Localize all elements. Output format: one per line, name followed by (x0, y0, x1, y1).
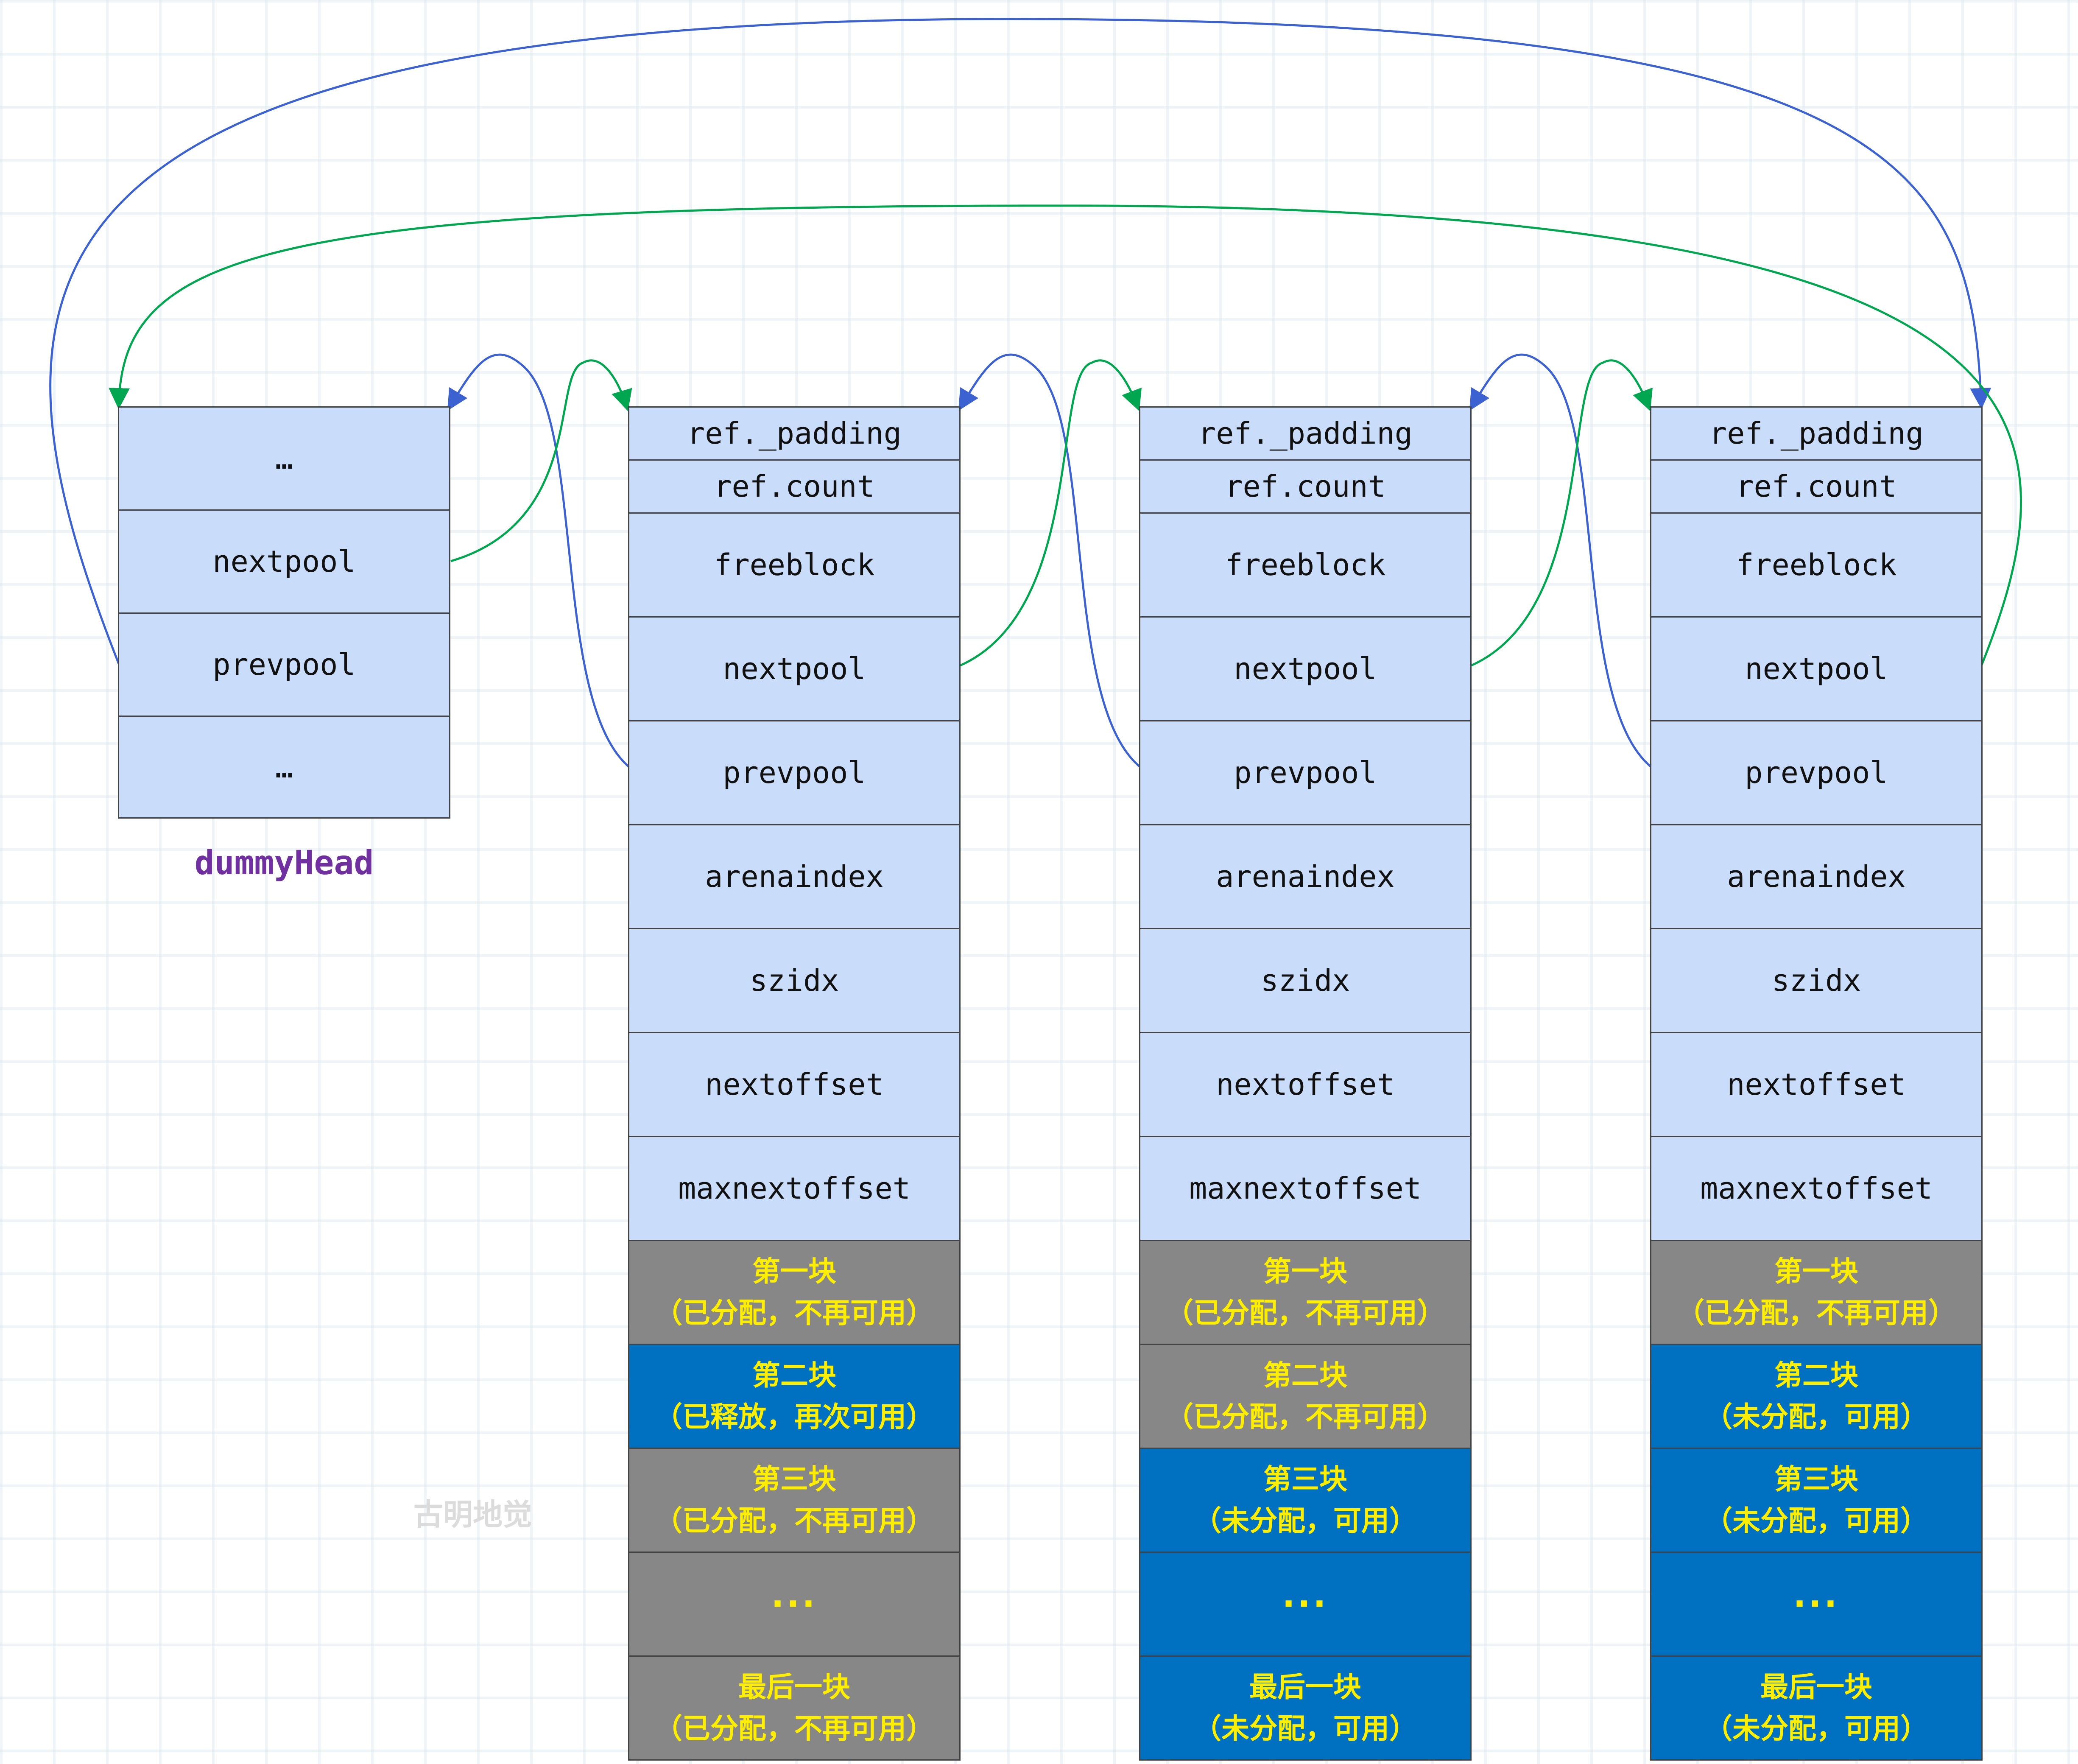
dummy-field-prevpool: prevpool (118, 612, 450, 717)
block-title: 最后一块 (1249, 1671, 1361, 1703)
memory-block: 第三块 （未分配，可用） (1139, 1448, 1472, 1553)
pool-field-prevpool: prevpool (1650, 720, 1983, 825)
prevpool-link-dummy-to-last (49, 18, 1991, 664)
pool-field-prevpool: prevpool (628, 720, 961, 825)
pool-field-refpadding: ref._padding (1139, 406, 1472, 461)
pool-field-freeblock: freeblock (628, 512, 961, 618)
pool-field-nextoffset: nextoffset (1139, 1032, 1472, 1137)
memory-block: 第二块 （已分配，不再可用） (1139, 1344, 1472, 1449)
prevpool-link-pool3-to-pool2 (1469, 353, 1652, 768)
block-status: （已分配，不再可用） (654, 1297, 934, 1329)
block-status: （未分配，可用） (1704, 1712, 1928, 1745)
pool-field-arenaindex: arenaindex (628, 824, 961, 929)
memory-block: ··· (1139, 1552, 1472, 1657)
pool-field-refpadding: ref._padding (1650, 406, 1983, 461)
pool-field-arenaindex: arenaindex (1139, 824, 1472, 929)
block-title: 第三块 (1774, 1463, 1858, 1496)
watermark: 古明地觉 (413, 1497, 532, 1532)
pool-field-maxnextoffset: maxnextoffset (1139, 1136, 1472, 1241)
pool-field-refcount: ref.count (628, 459, 961, 514)
dummy-head-caption: dummyHead (194, 844, 374, 882)
memory-block: ··· (1650, 1552, 1983, 1657)
block-status: （已分配，不再可用） (1676, 1297, 1956, 1329)
block-title: 第二块 (752, 1359, 836, 1392)
pool-field-refpadding: ref._padding (628, 406, 961, 461)
block-title: 第二块 (1263, 1359, 1347, 1392)
block-title: 最后一块 (738, 1671, 850, 1703)
dummy-field-nextpool: nextpool (118, 509, 450, 614)
block-title: 第一块 (1263, 1255, 1347, 1288)
block-title: 最后一块 (1760, 1671, 1872, 1703)
pool-field-maxnextoffset: maxnextoffset (1650, 1136, 1983, 1241)
pool-field-nextpool: nextpool (628, 616, 961, 721)
dummy-field-ellipsis-bottom: … (118, 716, 450, 819)
block-title: 第一块 (752, 1255, 836, 1288)
block-status: （未分配，可用） (1193, 1504, 1417, 1537)
pool-field-arenaindex: arenaindex (1650, 824, 1983, 929)
pool-field-refcount: ref.count (1139, 459, 1472, 514)
block-title: 第二块 (1774, 1359, 1858, 1392)
pool-field-maxnextoffset: maxnextoffset (628, 1136, 961, 1241)
memory-block: ··· (628, 1552, 961, 1657)
block-title: 第三块 (1263, 1463, 1347, 1496)
memory-block: 第三块 （未分配，可用） (1650, 1448, 1983, 1553)
dummy-head-struct: … nextpool prevpool … (118, 406, 450, 819)
block-title: ··· (1282, 1584, 1329, 1624)
nextpool-link-pool2-to-pool3 (1469, 359, 1653, 667)
block-status: （已分配，不再可用） (654, 1712, 934, 1745)
block-title: 第三块 (752, 1463, 836, 1496)
pool-field-freeblock: freeblock (1139, 512, 1472, 618)
nextpool-link-last-to-dummy (109, 204, 2022, 666)
block-title: 第一块 (1774, 1255, 1858, 1288)
memory-block: 最后一块 （未分配，可用） (1139, 1655, 1472, 1761)
pool-field-nextoffset: nextoffset (628, 1032, 961, 1137)
pool-field-szidx: szidx (1139, 928, 1472, 1033)
memory-block: 最后一块 （未分配，可用） (1650, 1655, 1983, 1761)
block-title: ··· (1793, 1584, 1840, 1624)
pool-field-nextpool: nextpool (1139, 616, 1472, 721)
prevpool-link-pool1-to-dummy (447, 353, 630, 768)
nextpool-link-pool1-to-pool2 (958, 359, 1142, 667)
prevpool-link-pool2-to-pool1 (958, 353, 1141, 768)
memory-block: 第三块 （已分配，不再可用） (628, 1448, 961, 1553)
pool-field-refcount: ref.count (1650, 459, 1983, 514)
memory-block: 第二块 （未分配，可用） (1650, 1344, 1983, 1449)
block-status: （未分配，可用） (1704, 1504, 1928, 1537)
dummy-field-ellipsis-top: … (118, 406, 450, 511)
block-status: （已分配，不再可用） (1165, 1401, 1445, 1433)
memory-block: 第一块 （已分配，不再可用） (1139, 1240, 1472, 1345)
pool-field-freeblock: freeblock (1650, 512, 1983, 618)
block-status: （已释放，再次可用） (654, 1401, 934, 1433)
block-status: （未分配，可用） (1193, 1712, 1417, 1745)
memory-block: 第一块 （已分配，不再可用） (1650, 1240, 1983, 1345)
nextpool-link-dummy-to-pool1 (450, 359, 632, 562)
block-status: （已分配，不再可用） (1165, 1297, 1445, 1329)
memory-block: 第二块 （已释放，再次可用） (628, 1344, 961, 1449)
pool-field-szidx: szidx (1650, 928, 1983, 1033)
block-status: （未分配，可用） (1704, 1401, 1928, 1433)
pool-field-nextoffset: nextoffset (1650, 1032, 1983, 1137)
memory-block: 最后一块 （已分配，不再可用） (628, 1655, 961, 1761)
pool-field-nextpool: nextpool (1650, 616, 1983, 721)
pool-field-prevpool: prevpool (1139, 720, 1472, 825)
memory-block: 第一块 （已分配，不再可用） (628, 1240, 961, 1345)
pool-field-szidx: szidx (628, 928, 961, 1033)
block-status: （已分配，不再可用） (654, 1504, 934, 1537)
block-title: ··· (771, 1584, 818, 1624)
